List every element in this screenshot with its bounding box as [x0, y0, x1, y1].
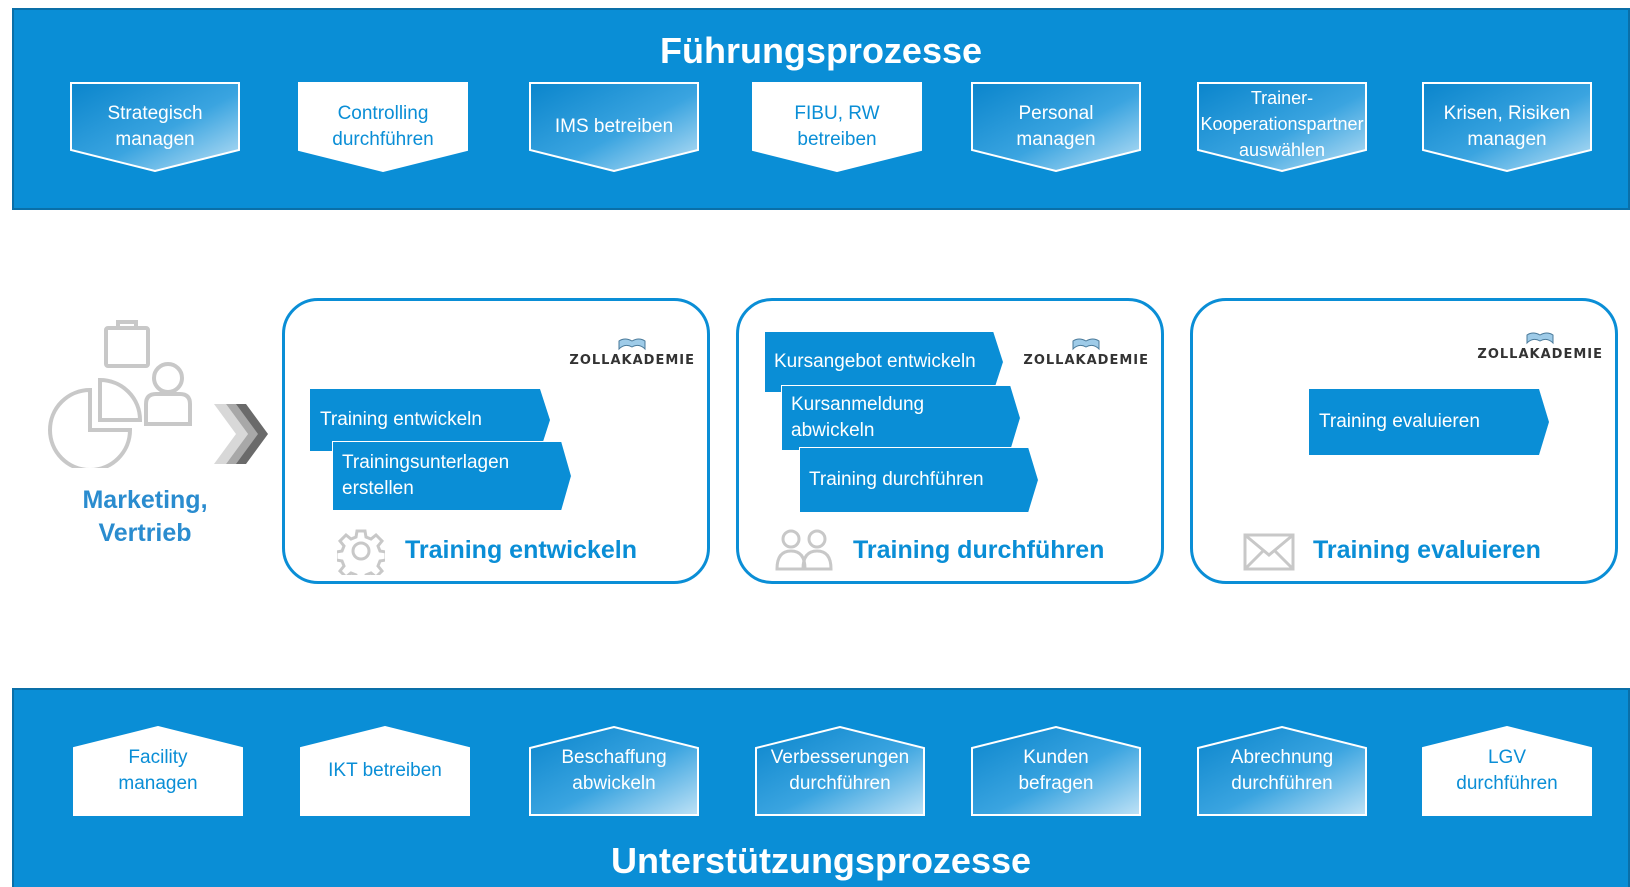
unterstuetzung-item-label: LGV durchführen [1456, 747, 1558, 794]
book-icon [1526, 332, 1554, 345]
fuehrung-item-2[interactable]: Controlling durchführen [298, 82, 468, 172]
gear-icon [337, 529, 385, 575]
unterstuetzung-item-label: Verbesserungen durchführen [770, 747, 910, 794]
panel-title-evaluieren: Training evaluieren [1313, 536, 1541, 564]
zollakademie-logo: ZOLLAKADEMIE [1023, 338, 1149, 368]
panel-training-durchfuehren: ZOLLAKADEMIE Kursangebot entwickeln Kurs… [736, 298, 1164, 584]
panel-training-entwickeln: ZOLLAKADEMIE Training entwickeln Trainin… [282, 298, 710, 584]
fuehrung-item-7[interactable]: Krisen, Risiken managen [1422, 82, 1592, 172]
unterstuetzung-item-5[interactable]: Kunden befragen [971, 726, 1141, 816]
fuehrung-item-label: IMS betreiben [554, 116, 674, 137]
fuehrung-item-3[interactable]: IMS betreiben [529, 82, 699, 172]
fuehrung-item-6[interactable]: Trainer- Kooperationspartner auswählen [1197, 82, 1367, 172]
unterstuetzung-item-label: IKT betreiben [328, 760, 442, 781]
zollakademie-logo: ZOLLAKADEMIE [569, 338, 695, 368]
unterstuetzung-item-2[interactable]: IKT betreiben [300, 726, 470, 816]
unterstuetzung-item-3[interactable]: Beschaffung abwickeln [529, 726, 699, 816]
fuehrung-item-label: Strategisch managen [107, 103, 203, 150]
panel-title-durchfuehren: Training durchführen [853, 536, 1105, 564]
unterstuetzungsprozesse-title: Unterstützungsprozesse [610, 840, 1032, 881]
panel-title-entwickeln: Training entwickeln [405, 536, 637, 564]
unterstuetzung-item-4[interactable]: Verbesserungen durchführen [755, 726, 925, 816]
fuehrung-item-label: Trainer- Kooperationspartner auswählen [1200, 88, 1364, 160]
fuehrung-item-label: Personal managen [1016, 103, 1096, 150]
unterstuetzung-item-label: Facility managen [118, 747, 198, 794]
unterstuetzung-item-6[interactable]: Abrechnung durchführen [1197, 726, 1367, 816]
fuehrung-item-5[interactable]: Personal managen [971, 82, 1141, 172]
fuehrung-item-label: Krisen, Risiken managen [1443, 103, 1571, 150]
unterstuetzung-item-label: Beschaffung abwickeln [561, 747, 667, 794]
panel-training-evaluieren: ZOLLAKADEMIE Training evaluieren Trainin… [1190, 298, 1618, 584]
unterstuetzung-item-label: Abrechnung durchführen [1230, 747, 1334, 794]
step-training-evaluieren[interactable]: Training evaluieren [1309, 389, 1549, 455]
fuehrung-item-1[interactable]: Strategisch managen [70, 82, 240, 172]
marketing-icon [48, 320, 192, 468]
book-icon [1072, 338, 1100, 351]
chevron-arrows-icon [214, 404, 268, 464]
people-icon [775, 529, 833, 571]
envelope-icon [1243, 533, 1295, 571]
unterstuetzung-item-label: Kunden befragen [1018, 747, 1094, 794]
step-kursanmeldung-abwickeln[interactable]: Kursanmeldung abwickeln [781, 385, 1021, 451]
step-training-durchfuehren[interactable]: Training durchführen [799, 447, 1039, 513]
step-trainingsunterlagen-erstellen[interactable]: Trainingsunterlagen erstellen [332, 441, 572, 511]
book-icon [618, 338, 646, 351]
unterstuetzung-item-1[interactable]: Facility managen [73, 726, 243, 816]
step-training-entwickeln[interactable]: Training entwickeln [310, 389, 550, 451]
step-kursangebot-entwickeln[interactable]: Kursangebot entwickeln [764, 331, 1004, 393]
fuehrungsprozesse-title: Führungsprozesse [659, 30, 983, 71]
zollakademie-logo: ZOLLAKADEMIE [1477, 332, 1603, 362]
fuehrung-item-label: Controlling durchführen [332, 103, 434, 150]
fuehrung-item-label: FIBU, RW betreiben [794, 103, 880, 150]
unterstuetzung-item-7[interactable]: LGV durchführen [1422, 726, 1592, 816]
marketing-label: Marketing, Vertrieb [82, 486, 208, 547]
fuehrung-item-4[interactable]: FIBU, RW betreiben [752, 82, 922, 172]
